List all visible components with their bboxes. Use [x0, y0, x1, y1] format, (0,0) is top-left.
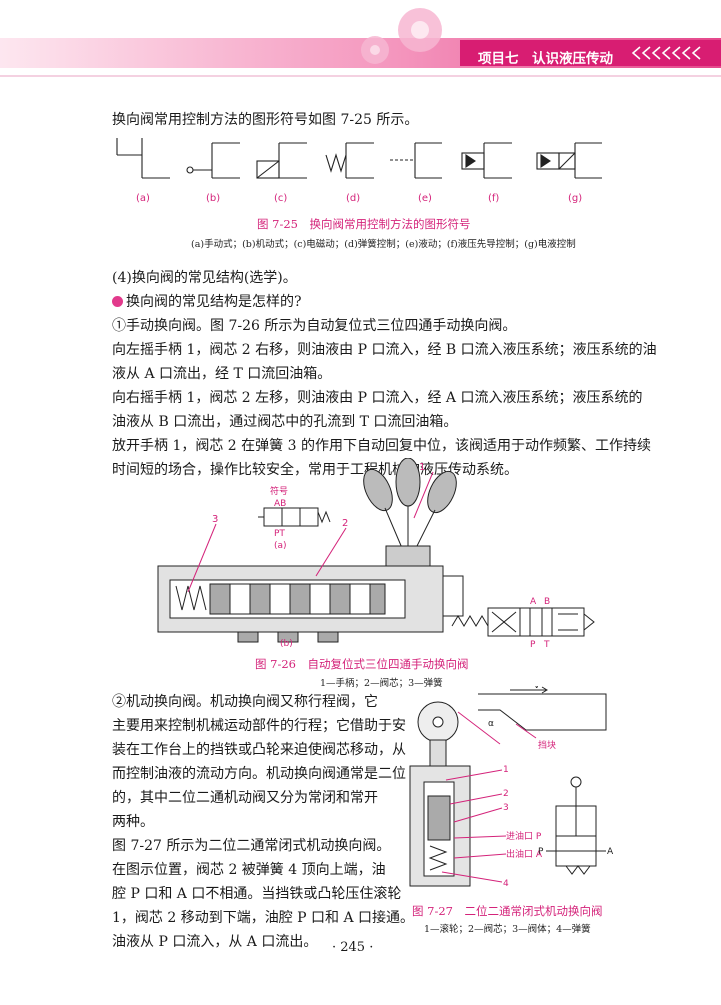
- symbol-electro-hydraulic: [536, 142, 602, 179]
- page-header: [0, 0, 721, 82]
- symbol-mechanical: [186, 142, 240, 179]
- fig727-callout-2: 2: [503, 789, 509, 799]
- text-line-1: (4)换向阀的常见结构(选学)。: [112, 270, 297, 286]
- fig727-inlet-p: 进油口 P: [506, 830, 542, 842]
- handle-drawing: [363, 458, 457, 550]
- fig727-subcaption: 1—滚轮；2—阀芯；3—阀体；4—弹簧: [424, 924, 591, 935]
- fig725-label-e: (e): [418, 193, 432, 204]
- para2-line-7: 图 7-27 所示为二位二通常闭式机动换向阀。: [112, 838, 391, 854]
- symbol-manual: [116, 138, 170, 179]
- header-banner: [0, 0, 721, 77]
- small-symbol: [258, 507, 331, 527]
- chevron-decoration-icon: [631, 46, 701, 60]
- symbol-pilot: [461, 142, 512, 179]
- text-line-4: 向左摇手柄 1，阀芯 2 右移，则油液由 P 口流入，经 B 口流入液压系统；液…: [112, 342, 657, 358]
- figure-7-26-manual-valve: 1 2 3 符号 AB PT (a) (b) A B P T: [157, 458, 595, 650]
- fig727-outlet-a: 出油口 A: [506, 848, 543, 860]
- para2-line-5: 的，其中二位二通机动阀又分为常闭和常开: [112, 790, 378, 806]
- intro-text: 换向阀常用控制方法的图形符号如图 7-25 所示。: [112, 112, 419, 128]
- gear-icon: [361, 8, 442, 64]
- fig726-subcaption: 1—手柄；2—阀芯；3—弹簧: [320, 678, 443, 689]
- fig726-label-b: (b): [280, 639, 293, 649]
- fig726-caption: 图 7-26 自动复位式三位四通手动换向阀: [255, 657, 469, 671]
- para2-line-6: 两种。: [112, 814, 154, 830]
- fig725-label-a: (a): [136, 193, 150, 204]
- fig726-callout-3: 3: [212, 514, 218, 525]
- para2-line-9: 腔 P 口和 A 口不相通。当挡铁或凸轮压住滚轮: [112, 886, 402, 902]
- fig727-callout-3: 3: [503, 803, 509, 813]
- fig725-subcaption: (a)手动式；(b)机动式；(c)电磁动；(d)弹簧控制；(e)液动；(f)液压…: [191, 239, 576, 250]
- figure-7-27-mechanical-valve: v α 挡块 1 2 3 4 进油口 P 出油口 A P A: [409, 686, 614, 889]
- text-line-5: 液从 A 口流出，经 T 口流回油箱。: [112, 366, 332, 382]
- para2-line-8: 在图示位置，阀芯 2 被弹簧 4 顶向上端，油: [112, 862, 386, 878]
- text-line-3: ①手动换向阀。图 7-26 所示为自动复位式三位四通手动换向阀。: [112, 318, 517, 334]
- para2-line-1: ②机动换向阀。机动换向阀又称行程阀，它: [112, 694, 378, 710]
- fig726-symbol-label: 符号: [270, 485, 288, 497]
- para2-line-10: 1，阀芯 2 移动到下端，油腔 P 口和 A 口接通。: [112, 910, 415, 926]
- fig726-callout-1: 1: [419, 462, 425, 473]
- fig727-caption: 图 7-27 二位二通常闭式机动换向阀: [412, 904, 603, 918]
- page-number: · 245 ·: [332, 940, 374, 955]
- fig727-velocity: v: [534, 686, 540, 691]
- fig727-callout-4: 4: [503, 879, 509, 889]
- two-position-symbol: [546, 776, 606, 875]
- fig726-port-a: A: [530, 597, 537, 607]
- fig725-label-d: (d): [346, 193, 361, 204]
- figure-7-25-symbols: [116, 138, 602, 179]
- fig727-port-p: P: [538, 847, 544, 857]
- fig727-alpha: α: [488, 719, 494, 729]
- chapter-title: 项目七 认识液压传动: [478, 51, 613, 67]
- fig727-port-a: A: [607, 847, 614, 857]
- fig727-dang: 挡块: [538, 739, 556, 751]
- fig725-label-b: (b): [206, 193, 221, 204]
- fig726-port-p: P: [530, 640, 536, 650]
- fig726-label-a: (a): [274, 541, 287, 551]
- fig725-caption: 图 7-25 换向阀常用控制方法的图形符号: [257, 217, 471, 231]
- fig726-symbol-pt: PT: [274, 529, 285, 539]
- three-position-symbol: [451, 607, 595, 637]
- fig725-label-g: (g): [568, 193, 583, 204]
- para2-line-2: 主要用来控制机械运动部件的行程；它借助于安: [112, 718, 406, 734]
- cam-block: [478, 686, 607, 731]
- text-line-8: 放开手柄 1，阀芯 2 在弹簧 3 的作用下自动回复中位，该阀适用于动作频繁、工…: [112, 438, 651, 454]
- symbol-spring: [325, 142, 374, 179]
- text-line-6: 向右摇手柄 1，阀芯 2 左移，则油液由 P 口流入，经 A 口流入液压系统；液…: [112, 390, 643, 406]
- text-line-7: 油液从 B 口流出，通过阀芯中的孔流到 T 口流回油箱。: [112, 414, 458, 430]
- valve-body: [157, 565, 464, 643]
- question-text: 换向阀的常见结构是怎样的?: [126, 294, 302, 310]
- question-line: 换向阀的常见结构是怎样的?: [112, 290, 302, 314]
- para2-line-4: 而控制油液的流动方向。机动换向阀通常是二位: [112, 766, 406, 782]
- fig726-callout-2: 2: [342, 518, 348, 529]
- fig725-label-c: (c): [274, 193, 288, 204]
- symbol-hydraulic: [390, 142, 442, 179]
- para2-line-11: 油液从 P 口流入，从 A 口流出。: [112, 934, 318, 950]
- fig727-callout-1: 1: [503, 765, 509, 775]
- fig726-port-b: B: [544, 597, 550, 607]
- fig726-symbol-ab: AB: [274, 499, 286, 509]
- fig725-label-f: (f): [488, 193, 500, 204]
- para2-line-3: 装在工作台上的挡铁或凸轮来迫使阀芯移动，从: [112, 742, 406, 758]
- symbol-solenoid: [256, 142, 307, 179]
- bullet-icon: [112, 296, 123, 307]
- fig726-port-t: T: [543, 640, 550, 650]
